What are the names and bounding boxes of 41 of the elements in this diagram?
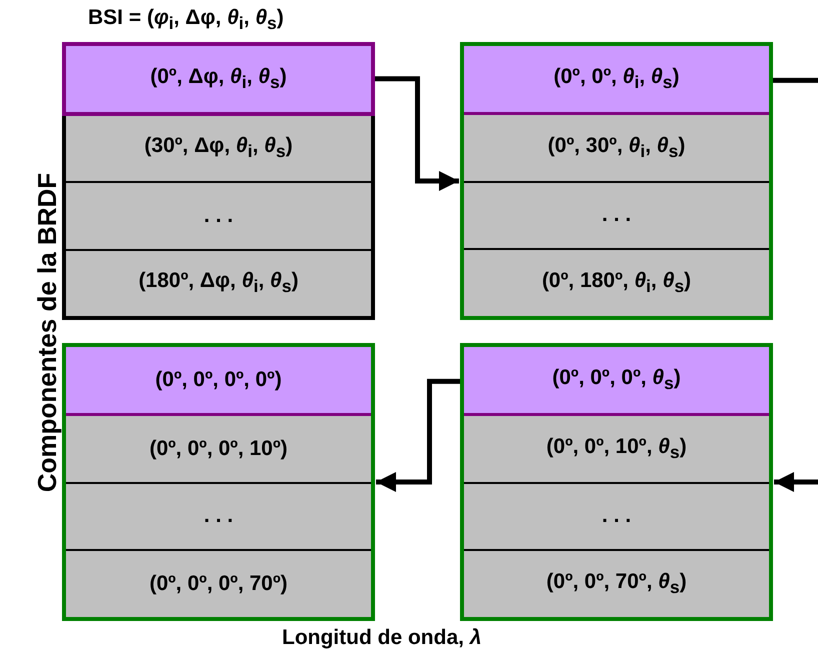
table-row (464, 416, 769, 482)
angle-tuple: (0º, 0º, 10º, θ$_{s}$) (546, 434, 687, 463)
angle-tuple: (0º, 30º, θ$_{i}$, θ$_{s}$) (548, 134, 686, 162)
highlighted-row (464, 46, 769, 115)
angle-tuple: (0º, 0º, 0º, 0º) (155, 368, 282, 392)
stack-panel (460, 343, 773, 621)
angle-tuple: (0º, Δφ, θ$_{i}$, θ$_{s}$) (150, 64, 287, 93)
arrow (375, 76, 459, 191)
stack-panel (62, 42, 375, 320)
table-row (66, 416, 371, 482)
angle-tuple: . . . (204, 204, 234, 228)
arrow (774, 472, 818, 492)
angle-tuple: . . . (204, 504, 234, 528)
table-row (464, 248, 769, 316)
axis-label: Longitud de onda, λ (282, 626, 482, 650)
table-row (66, 549, 371, 617)
table-row (464, 549, 769, 617)
angle-tuple: (0º, 0º, θ$_{i}$, θ$_{s}$) (554, 64, 680, 93)
stack-panel (62, 343, 375, 621)
table-row (66, 248, 371, 316)
table-row (66, 116, 371, 181)
angle-tuple: (0º, 180º, θ$_{i}$, θ$_{s}$) (542, 269, 692, 298)
angle-tuple: . . . (602, 504, 632, 528)
table-row (464, 482, 769, 550)
angle-tuple: (180º, Δφ, θ$_{i}$, θ$_{s}$) (138, 269, 298, 298)
angle-tuple: (0º, 0º, 0º, 70º) (149, 572, 288, 596)
stack-panel (460, 42, 773, 320)
table-row (464, 114, 769, 180)
table-row (66, 181, 371, 248)
angle-tuple: (0º, 0º, 0º, 10º) (149, 436, 288, 461)
table-row (66, 482, 371, 550)
angle-tuple: (0º, 0º, 0º, θ$_{s}$) (552, 366, 681, 394)
table-row (464, 180, 769, 248)
highlighted-row (464, 347, 769, 416)
highlighted-row (66, 347, 371, 416)
highlighted-row (62, 42, 375, 116)
angle-tuple: . . . (602, 203, 632, 228)
set-label: BSI = (φ$_{i}$, Δφ, θ$_{i}$, θ$_{s}$) (88, 6, 284, 34)
angle-tuple: (30º, Δφ, θ$_{i}$, θ$_{s}$) (144, 134, 293, 162)
axis-label: Componentes de la BRDF (32, 172, 64, 492)
angle-tuple: (0º, 0º, 70º, θ$_{s}$) (546, 570, 687, 598)
